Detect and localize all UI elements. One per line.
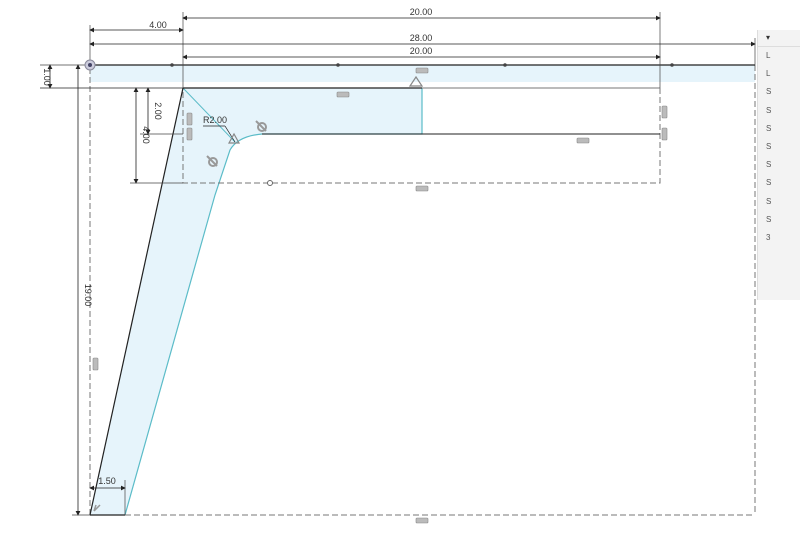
dim-overall-width[interactable]: 28.00 <box>410 33 433 43</box>
top-plate-profile[interactable] <box>90 65 755 82</box>
horizontal-constraint-icons[interactable] <box>336 67 590 524</box>
profile-edge <box>124 88 423 516</box>
dim-top-width[interactable]: 20.00 <box>410 7 433 17</box>
dim-overall-height[interactable]: 19.00 <box>83 284 93 307</box>
dim-arm-thickness[interactable]: 2.00 <box>153 102 163 120</box>
panel-item[interactable]: S <box>766 87 772 97</box>
panel-item[interactable]: 3 <box>766 232 771 242</box>
midpoint[interactable] <box>267 180 273 186</box>
panel-item[interactable]: S <box>766 178 772 188</box>
midpoints[interactable] <box>170 63 674 67</box>
dim-offset-left[interactable]: 4.00 <box>149 20 167 30</box>
panel-item[interactable]: S <box>766 196 772 206</box>
panel-header[interactable]: ▾ <box>758 30 800 47</box>
dim-top-thickness[interactable]: 1.00 <box>42 68 52 86</box>
panel-item[interactable]: L <box>766 51 771 60</box>
dim-inner-width[interactable]: 20.00 <box>410 46 433 56</box>
panel-item[interactable]: S <box>766 214 772 224</box>
dim-arm-box-height[interactable]: 4.00 <box>141 126 151 144</box>
dim-foot-width[interactable]: 1.50 <box>98 476 116 486</box>
tangent-constraint-icon[interactable] <box>227 132 241 144</box>
parallel-constraint-icon[interactable] <box>408 75 424 87</box>
bracket-profile[interactable] <box>90 88 422 515</box>
dim-fillet-radius[interactable]: R2.00 <box>203 115 227 125</box>
panel-item[interactable]: S <box>766 105 772 115</box>
browser-panel[interactable]: ▾ L L S S S S S S S S 3 <box>757 30 800 300</box>
panel-item[interactable]: S <box>766 141 772 151</box>
coincident-constraint-icon[interactable] <box>93 504 101 512</box>
panel-item[interactable]: S <box>766 123 772 133</box>
sketch-lines <box>40 64 755 516</box>
panel-item[interactable]: L <box>766 69 771 79</box>
fillet-radius-line <box>182 87 236 143</box>
panel-item[interactable]: S <box>766 160 772 170</box>
dimension-lines <box>47 15 756 516</box>
tangent-constraint-icons[interactable] <box>206 120 267 167</box>
